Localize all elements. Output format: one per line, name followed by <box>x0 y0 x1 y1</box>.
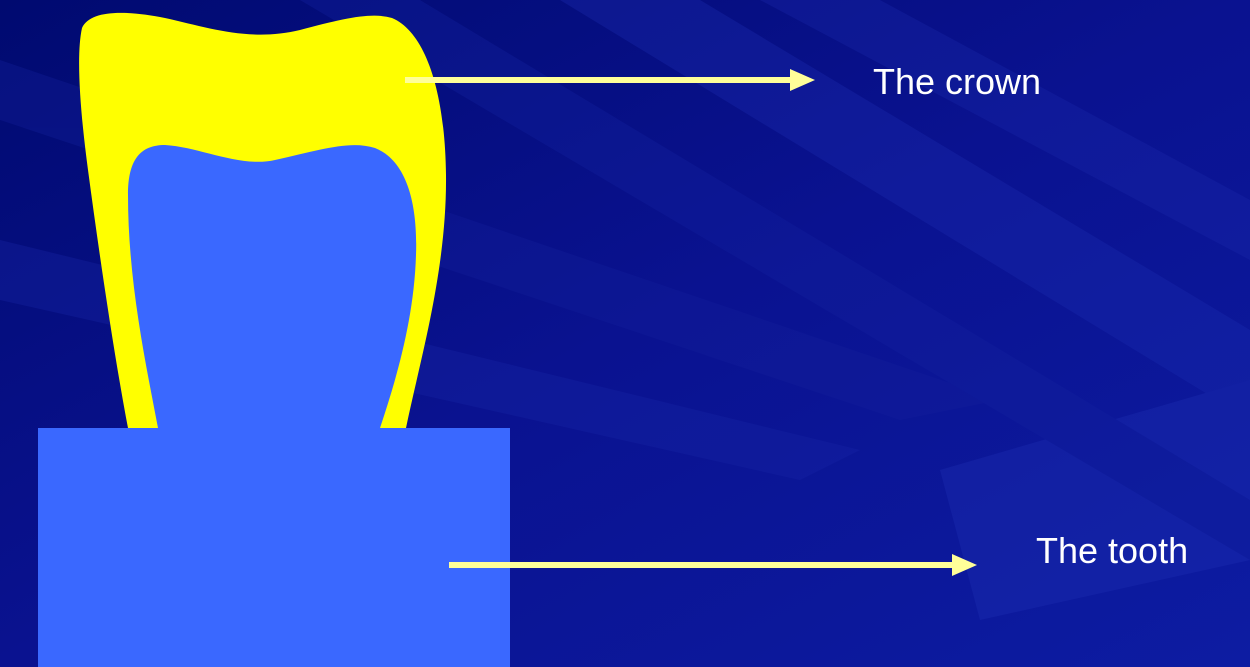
tooth-inner-shape <box>128 145 417 428</box>
tooth-label: The tooth <box>1036 530 1189 571</box>
tooth-base-block <box>38 428 510 667</box>
crown-label: The crown <box>873 61 1042 102</box>
arrow-to-tooth <box>449 554 977 576</box>
arrow-to-crown <box>405 69 815 91</box>
